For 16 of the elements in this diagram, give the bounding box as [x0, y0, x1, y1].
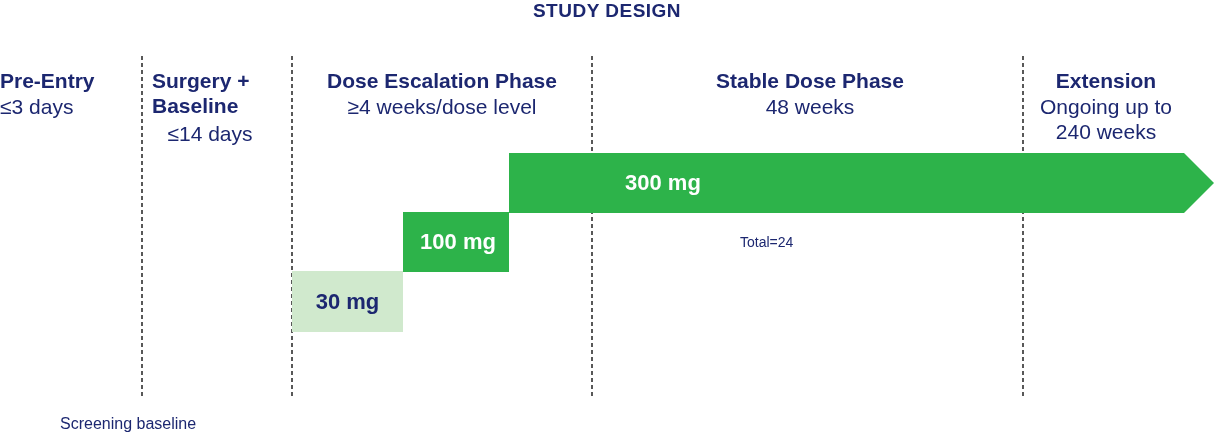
- phase-note: Ongoing up to 240 weeks: [1039, 94, 1173, 145]
- phase-note: ≤14 days: [166, 121, 254, 147]
- phase-heading: Surgery + Baseline: [152, 68, 251, 119]
- dose-arrow-bar: 300 mg: [509, 153, 1214, 213]
- phase-heading: Stable Dose Phase: [715, 68, 905, 94]
- phase-note: ≥4 weeks/dose level: [346, 94, 538, 120]
- dose-bar: 100 mg: [403, 212, 509, 272]
- phase-heading: Dose Escalation Phase: [326, 68, 558, 94]
- dose-bar: 30 mg: [292, 271, 403, 332]
- diagram-title: STUDY DESIGN: [531, 0, 683, 22]
- phase-note: Total=24: [740, 234, 795, 251]
- phase-heading: Extension: [1054, 68, 1158, 94]
- phase-note: ≤3 days: [0, 94, 75, 120]
- phase-heading: Pre-Entry: [0, 68, 96, 94]
- phase-note: 48 weeks: [764, 94, 856, 120]
- phase-note: Screening baseline: [60, 414, 198, 433]
